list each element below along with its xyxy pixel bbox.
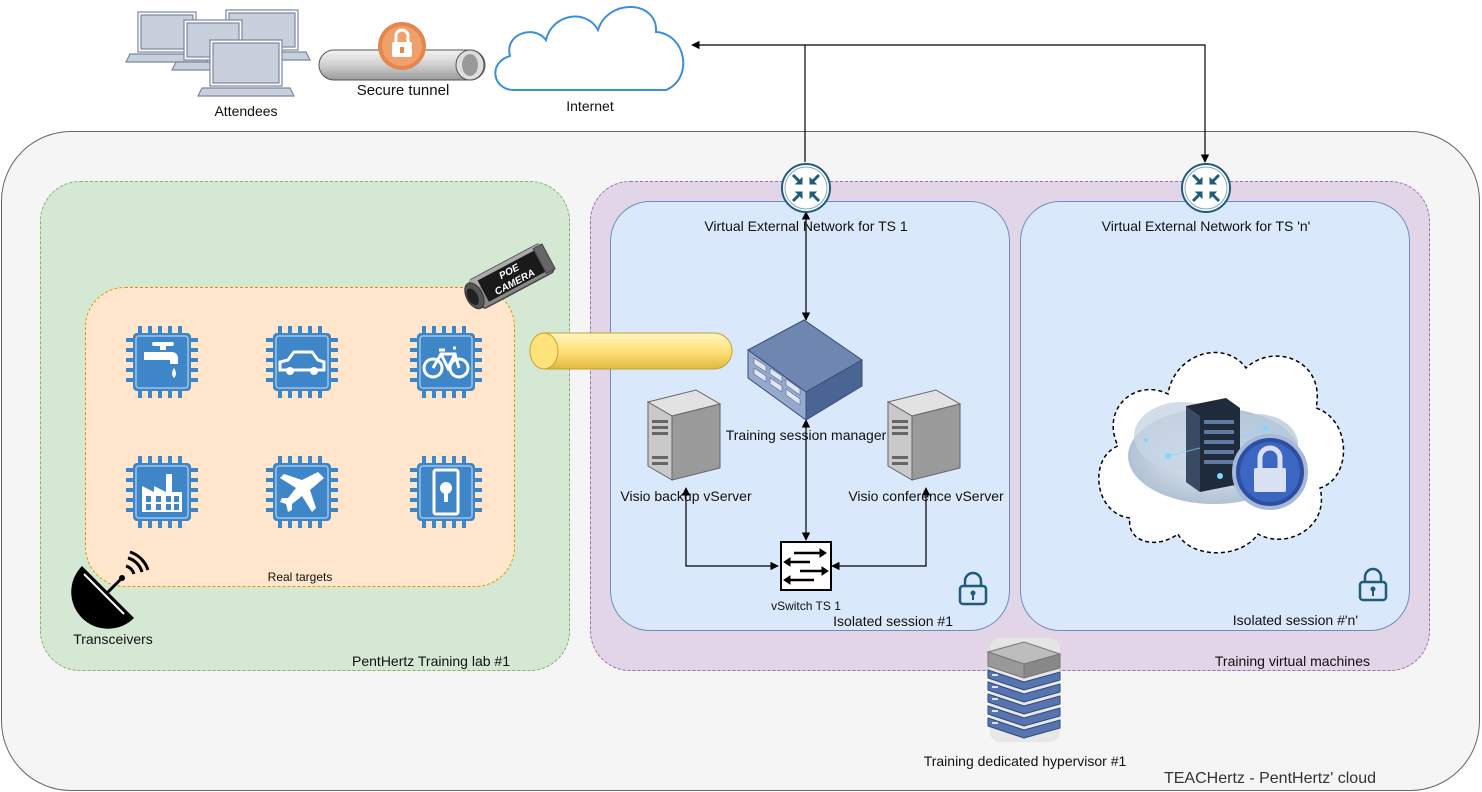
water-tap-chip-icon (125, 325, 199, 399)
session-n-label: Isolated session #'n' (1232, 612, 1358, 628)
session1-padlock-icon (958, 571, 988, 606)
link-internet-router-tsn (805, 44, 1210, 163)
attendees-laptops-icon (125, 9, 311, 97)
router-tsn-icon (1181, 163, 1231, 213)
bicycle-chip-icon (409, 325, 483, 399)
training-vms-label: Training virtual machines (1214, 653, 1370, 669)
attendees-label: Attendees (214, 103, 278, 119)
vswitch-icon (780, 541, 832, 591)
link-conference-vswitch (831, 487, 931, 571)
door-lock-chip-icon (409, 455, 483, 529)
link-backup-vswitch (681, 487, 779, 571)
poe-camera-icon: POE CAMERA (464, 243, 556, 310)
secure-tunnel-label: Secure tunnel (356, 82, 450, 99)
conference-vserver-label: Visio conference vServer (848, 488, 1004, 504)
real-targets-label: Real targets (267, 570, 333, 584)
backup-vserver-icon (646, 389, 722, 481)
cloud-label: TEACHertz - PentHertz' cloud (1163, 770, 1376, 787)
car-chip-icon (265, 325, 339, 399)
session-manager-icon (747, 319, 863, 421)
target-chips (125, 325, 483, 529)
secure-tunnel-icon (318, 22, 486, 81)
hypervisor-label: Training dedicated hypervisor #1 (923, 753, 1127, 769)
internet-cloud-icon (494, 6, 685, 91)
airplane-chip-icon (265, 455, 339, 529)
network-tsn-label: Virtual External Network for TS 'n' (1101, 218, 1311, 234)
conference-vserver-icon (886, 389, 962, 481)
secure-cloud-server-icon (1098, 351, 1345, 554)
backup-vserver-label: Visio backup vServer (620, 488, 752, 504)
link-internet-router-ts1 (691, 40, 806, 162)
router-ts1-icon (781, 163, 831, 213)
session1-label: Isolated session #1 (833, 613, 953, 629)
hypervisor-icon (986, 638, 1062, 742)
factory-chip-icon (125, 455, 199, 529)
training-lab-label: PentHertz Training lab #1 (352, 653, 510, 669)
lab-link-tube-icon (529, 332, 733, 370)
internet-label: Internet (566, 98, 614, 114)
network-ts1-label: Virtual External Network for TS 1 (704, 218, 908, 234)
vswitch-label: vSwitch TS 1 (771, 599, 841, 613)
satellite-dish-icon (71, 550, 150, 629)
session-manager-label: Training session manager (725, 427, 887, 443)
session-n-padlock-icon (1358, 567, 1388, 602)
transceivers-label: Transceivers (73, 631, 153, 647)
